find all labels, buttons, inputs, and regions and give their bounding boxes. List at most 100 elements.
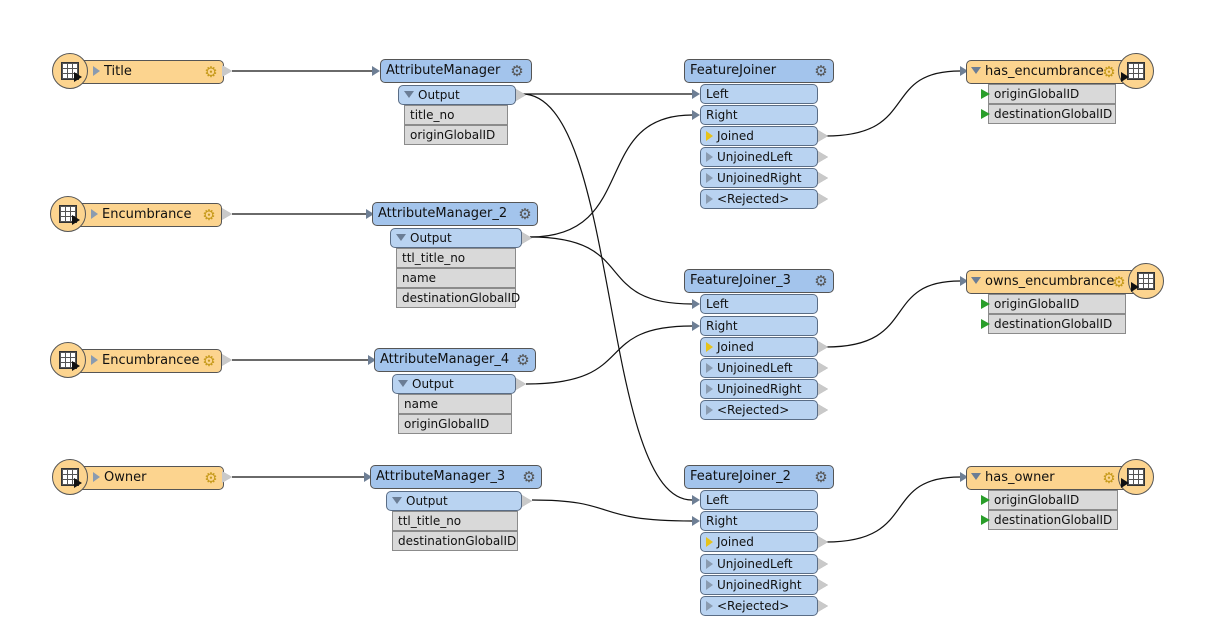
expand-icon[interactable]	[706, 173, 713, 183]
output-port-arrow[interactable]	[514, 88, 526, 102]
gear-icon[interactable]: ⚙	[516, 351, 530, 369]
transformer-header[interactable]: AttributeManager_2 ⚙	[372, 202, 538, 226]
collapse-icon[interactable]	[398, 380, 408, 387]
output-joined[interactable]: Joined	[700, 532, 818, 552]
input-left[interactable]: Left	[700, 84, 818, 104]
writer-header[interactable]: owns_encumbrance ⚙	[966, 270, 1142, 294]
output-unjoined-right[interactable]: UnjoinedRight	[700, 168, 818, 188]
output-unjoined-left[interactable]: UnjoinedLeft	[700, 554, 818, 574]
gear-icon[interactable]: ⚙	[814, 468, 828, 486]
expand-icon[interactable]	[91, 355, 98, 365]
reader-header[interactable]: Owner ⚙	[68, 466, 224, 490]
input-left[interactable]: Left	[700, 490, 818, 510]
output-port[interactable]	[220, 470, 232, 484]
input-left[interactable]: Left	[700, 294, 818, 314]
collapse-icon[interactable]	[404, 91, 414, 98]
output-port[interactable]	[220, 64, 232, 78]
transformer-header[interactable]: AttributeManager_4 ⚙	[374, 348, 536, 372]
output-rejected[interactable]: <Rejected>	[700, 189, 818, 209]
transformer-header[interactable]: FeatureJoiner_3 ⚙	[684, 269, 834, 293]
gear-icon[interactable]: ⚙	[1102, 469, 1116, 487]
expand-icon[interactable]	[706, 131, 713, 141]
gear-icon[interactable]: ⚙	[204, 469, 218, 487]
output-port-arrow[interactable]	[520, 231, 532, 245]
gear-icon[interactable]: ⚙	[510, 62, 524, 80]
collapse-icon[interactable]	[971, 473, 981, 480]
transformer-header[interactable]: AttributeManager ⚙	[380, 59, 532, 83]
transformer-header[interactable]: FeatureJoiner_2 ⚙	[684, 465, 834, 489]
collapse-icon[interactable]	[971, 67, 981, 74]
output-port-arrow[interactable]	[520, 494, 532, 508]
input-port[interactable]	[692, 110, 700, 120]
input-right[interactable]: Right	[700, 511, 818, 531]
reader-header[interactable]: Encumbrancee ⚙	[66, 349, 222, 373]
gear-icon[interactable]: ⚙	[814, 272, 828, 290]
collapse-icon[interactable]	[392, 497, 402, 504]
transformer-header[interactable]: AttributeManager_3 ⚙	[370, 465, 542, 489]
input-port[interactable]	[692, 299, 700, 309]
expand-icon[interactable]	[706, 194, 713, 204]
expand-icon[interactable]	[706, 363, 713, 373]
reader-header[interactable]: Encumbrance ⚙	[66, 203, 222, 227]
output-port-arrow[interactable]	[816, 340, 828, 354]
input-port[interactable]	[692, 89, 700, 99]
output-port[interactable]	[220, 207, 232, 221]
expand-icon[interactable]	[706, 384, 713, 394]
output-port-arrow[interactable]	[816, 535, 828, 549]
output-port[interactable]: Output	[390, 228, 522, 248]
input-port[interactable]	[960, 472, 968, 482]
output-port-arrow[interactable]	[816, 361, 828, 375]
gear-icon[interactable]: ⚙	[202, 206, 216, 224]
input-right[interactable]: Right	[700, 105, 818, 125]
output-port[interactable]	[220, 353, 232, 367]
output-port-arrow[interactable]	[816, 578, 828, 592]
input-port[interactable]	[960, 276, 968, 286]
transformer-header[interactable]: FeatureJoiner ⚙	[684, 59, 834, 83]
expand-icon[interactable]	[706, 559, 713, 569]
expand-icon[interactable]	[706, 601, 713, 611]
input-port[interactable]	[372, 66, 380, 76]
output-port-arrow[interactable]	[816, 557, 828, 571]
expand-icon[interactable]	[706, 537, 713, 547]
output-port-arrow[interactable]	[816, 171, 828, 185]
expand-icon[interactable]	[93, 66, 100, 76]
gear-icon[interactable]: ⚙	[1102, 63, 1116, 81]
input-port[interactable]	[368, 355, 376, 365]
gear-icon[interactable]: ⚙	[518, 205, 532, 223]
output-port[interactable]: Output	[398, 85, 516, 105]
expand-icon[interactable]	[706, 580, 713, 590]
output-unjoined-right[interactable]: UnjoinedRight	[700, 379, 818, 399]
output-port-arrow[interactable]	[816, 403, 828, 417]
output-rejected[interactable]: <Rejected>	[700, 400, 818, 420]
gear-icon[interactable]: ⚙	[204, 63, 218, 81]
output-rejected[interactable]: <Rejected>	[700, 596, 818, 616]
output-port-arrow[interactable]	[514, 377, 526, 391]
output-port[interactable]: Output	[392, 374, 516, 394]
input-port[interactable]	[366, 209, 374, 219]
output-unjoined-right[interactable]: UnjoinedRight	[700, 575, 818, 595]
expand-icon[interactable]	[706, 152, 713, 162]
input-port[interactable]	[692, 495, 700, 505]
output-port[interactable]: Output	[386, 491, 522, 511]
reader-header[interactable]: Title ⚙	[68, 60, 224, 84]
writer-header[interactable]: has_encumbrance ⚙	[966, 60, 1132, 84]
output-unjoined-left[interactable]: UnjoinedLeft	[700, 358, 818, 378]
input-port[interactable]	[692, 516, 700, 526]
gear-icon[interactable]: ⚙	[814, 62, 828, 80]
output-port-arrow[interactable]	[816, 129, 828, 143]
gear-icon[interactable]: ⚙	[522, 468, 536, 486]
output-port-arrow[interactable]	[816, 150, 828, 164]
input-port[interactable]	[364, 472, 372, 482]
writer-header[interactable]: has_owner ⚙	[966, 466, 1132, 490]
collapse-icon[interactable]	[396, 234, 406, 241]
expand-icon[interactable]	[706, 405, 713, 415]
collapse-icon[interactable]	[971, 277, 981, 284]
input-right[interactable]: Right	[700, 316, 818, 336]
output-port-arrow[interactable]	[816, 192, 828, 206]
output-port-arrow[interactable]	[816, 599, 828, 613]
expand-icon[interactable]	[93, 472, 100, 482]
output-joined[interactable]: Joined	[700, 337, 818, 357]
input-port[interactable]	[692, 321, 700, 331]
gear-icon[interactable]: ⚙	[202, 352, 216, 370]
output-joined[interactable]: Joined	[700, 126, 818, 146]
